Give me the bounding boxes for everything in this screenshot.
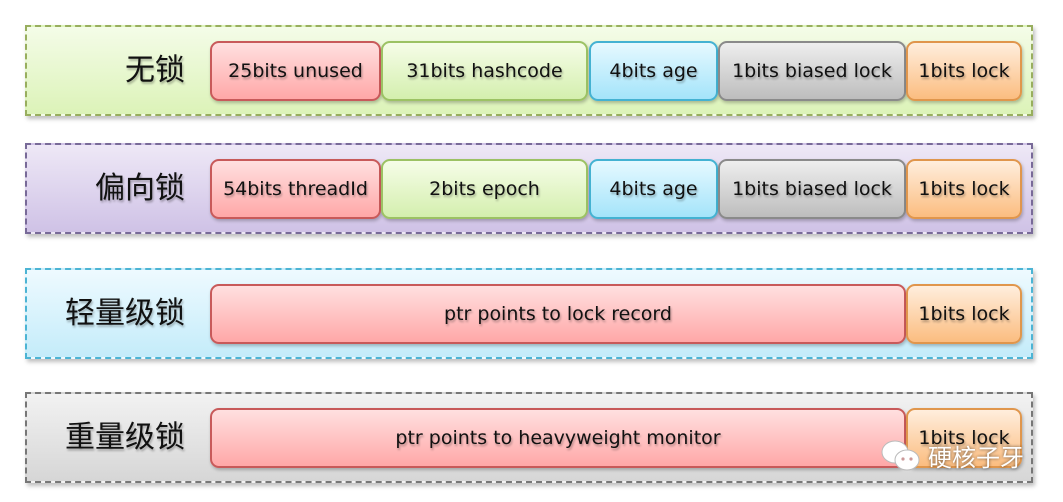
watermark: 硬核子牙 <box>880 438 1024 473</box>
bit-field: 31bits hashcode <box>381 41 588 101</box>
bit-field: 1bits lock <box>906 408 1022 468</box>
bit-field: ptr points to heavyweight monitor <box>210 408 906 468</box>
row-label: 无锁 <box>125 53 185 88</box>
bit-field: 2bits epoch <box>381 159 588 219</box>
row-label: 轻量级锁 <box>65 296 185 331</box>
bit-field: 4bits age <box>589 159 718 219</box>
row-label: 重量级锁 <box>65 420 185 455</box>
bit-field: 1bits biased lock <box>718 159 906 219</box>
bit-field: 1bits biased lock <box>718 41 906 101</box>
bit-field: 4bits age <box>589 41 718 101</box>
watermark-text: 硬核子牙 <box>928 444 1024 472</box>
row-label: 偏向锁 <box>95 171 185 206</box>
bit-field: ptr points to lock record <box>210 284 906 344</box>
bit-field: 1bits lock <box>906 159 1022 219</box>
bit-field: 1bits lock <box>906 284 1022 344</box>
wechat-icon <box>881 440 920 470</box>
bit-field: 25bits unused <box>210 41 381 101</box>
bit-field: 54bits threadId <box>210 159 381 219</box>
bit-field: 1bits lock <box>906 41 1022 101</box>
